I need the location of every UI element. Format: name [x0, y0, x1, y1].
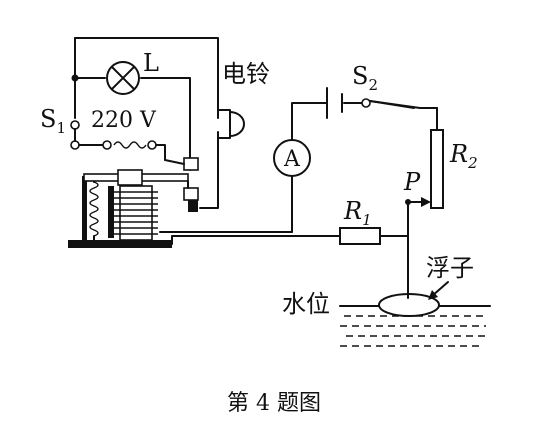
switch1-label: S1 [40, 105, 66, 137]
top-left-wires [74, 37, 219, 209]
float-pointer-arrow [428, 281, 449, 300]
junction-dot [71, 74, 79, 82]
water-level-label: 水位 [282, 290, 330, 318]
switch-S2 [361, 98, 438, 109]
voltage-label: 220 V [91, 108, 157, 133]
slider-label: P [403, 168, 421, 196]
resistor1-label: R1 [343, 197, 372, 229]
figure-caption: 第 4 题图 [227, 391, 321, 416]
bell-label: 电铃 [222, 60, 270, 88]
switch-S1 [70, 120, 166, 161]
float [378, 293, 440, 317]
slider-P [405, 197, 431, 207]
lamp-L [106, 61, 140, 95]
float-label: 浮子 [426, 254, 474, 282]
resistor2-label: R2 [449, 140, 478, 172]
right-circuit-wires [291, 100, 438, 299]
coil-circuit-wires [159, 231, 341, 245]
resistor-R1 [339, 227, 381, 245]
electromagnetic-relay [68, 157, 199, 248]
rheostat-R2 [430, 129, 444, 209]
switch2-label: S2 [352, 62, 378, 94]
ammeter: A [273, 139, 311, 177]
lamp-label: L [143, 49, 159, 77]
battery [326, 87, 343, 119]
electric-bell [217, 109, 245, 139]
ammeter-label: A [283, 147, 301, 172]
